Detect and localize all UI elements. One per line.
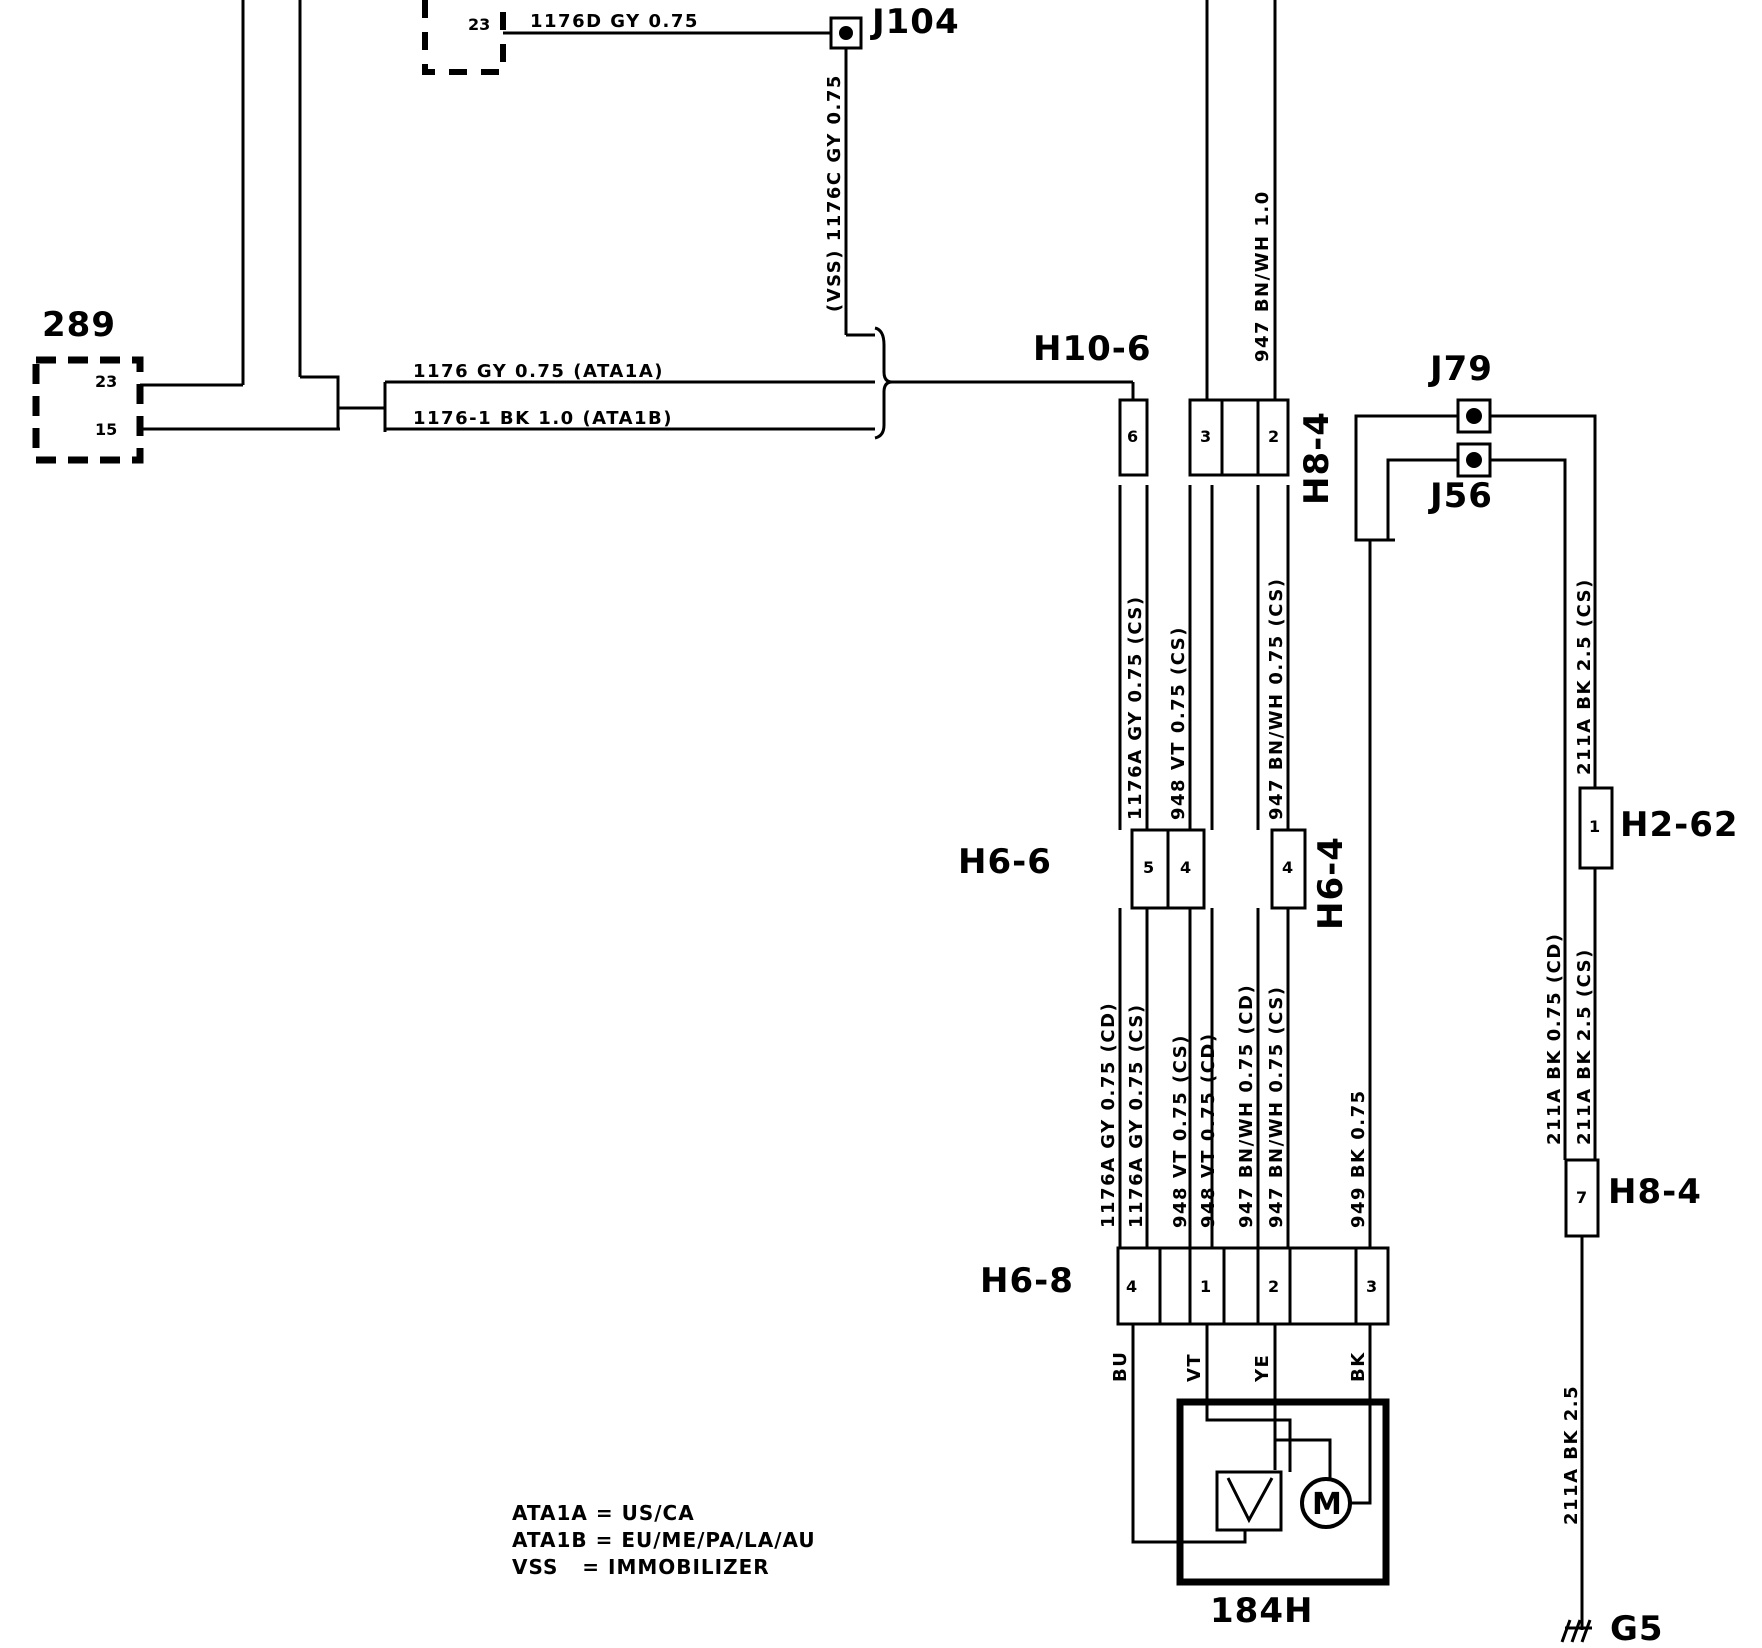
wire-color-BU: BU [1110, 1351, 1131, 1382]
connector-H6-8-pin-4: 3 [1366, 1277, 1377, 1296]
wire-J56-left [1386, 458, 1458, 540]
module-289-label: 289 [42, 305, 116, 345]
connector-H8-4-top-label: H8-4 [1297, 411, 1337, 505]
wire-947-cs-lower-label: 947 BN/WH 0.75 (CS) [1266, 985, 1287, 1228]
legend-item-3: VSS = IMMOBILIZER [512, 1555, 770, 1579]
legend-item-1: ATA1A = US/CA [512, 1501, 695, 1525]
ground-icon [1560, 1619, 1592, 1643]
connector-H6-8-label: H6-8 [980, 1261, 1074, 1301]
wire-1176A-cs-upper-label: 1176A GY 0.75 (CS) [1125, 595, 1146, 820]
connector-H6-6: 5 4 [1130, 828, 1206, 910]
connector-H2-62-pin: 1 [1589, 817, 1600, 836]
splice-J56 [1456, 442, 1492, 478]
wire-1176A-cd-lower-label: 1176A GY 0.75 (CD) [1098, 1002, 1119, 1228]
connector-H6-4-pin: 4 [1282, 858, 1293, 877]
module-289-pin-15: 15 [95, 420, 117, 439]
ground-G5-label: G5 [1610, 1609, 1664, 1648]
wire-947-cs-upper-label: 947 BN/WH 0.75 (CS) [1266, 577, 1287, 820]
connector-H10-6-pin: 6 [1127, 427, 1138, 446]
wire-948-cs-lower-label: 948 VT 0.75 (CS) [1170, 1034, 1191, 1228]
connector-H8-4-top: 3 2 [1188, 398, 1290, 477]
splice-J79 [1456, 398, 1492, 434]
wire-trunk-jog [300, 375, 340, 429]
wire-color-BK: BK [1348, 1351, 1369, 1382]
connector-H6-8-pin-3: 2 [1268, 1277, 1279, 1296]
switch-icon [1226, 1477, 1274, 1524]
module-top-pin-23: 23 [468, 15, 490, 34]
splice-J104-label: J104 [870, 2, 960, 42]
connector-H2-62-label: H2-62 [1620, 805, 1739, 845]
wire-1176A-cs-lower-label: 1176A GY 0.75 (CS) [1126, 1003, 1147, 1228]
module-289: 23 15 [32, 356, 144, 464]
module-289-pin-23: 23 [95, 372, 117, 391]
connector-H10-6-label: H10-6 [1033, 329, 1152, 369]
wire-VT [1205, 1324, 1255, 1422]
motor-lead [1273, 1438, 1332, 1488]
wire-1176-1-label: 1176-1 BK 1.0 (ATA1B) [413, 408, 673, 429]
splice-J79-label: J79 [1428, 349, 1493, 389]
connector-H10-6: 6 [1118, 398, 1149, 477]
wire-947-top-label: 947 BN/WH 1.0 [1252, 190, 1273, 362]
connector-H6-6-pin-b: 4 [1180, 858, 1191, 877]
connector-H8-4-top-pin-a: 3 [1200, 427, 1211, 446]
motor-184H: M [1176, 1398, 1390, 1586]
wire-1176D-label: 1176D GY 0.75 [530, 11, 699, 32]
wire-color-YE: YE [1252, 1354, 1273, 1383]
legend: ATA1A = US/CA ATA1B = EU/ME/PA/LA/AU VSS… [512, 1501, 816, 1579]
connector-H2-62: 1 [1578, 786, 1614, 870]
wire-211A-cd-lower-label: 211A BK 0.75 (CD) [1544, 933, 1565, 1146]
wire-J79-left [1354, 414, 1458, 542]
connector-H8-4-right-label: H8-4 [1608, 1172, 1702, 1212]
connector-H6-6-label: H6-6 [958, 842, 1052, 882]
wire-211A-cs-upper [1490, 414, 1597, 788]
connector-H8-4-right-pin: 7 [1576, 1188, 1587, 1207]
wire-211A-ground-label: 211A BK 2.5 [1561, 1385, 1582, 1525]
connector-H6-8-pin-2: 1 [1200, 1277, 1211, 1296]
connector-H6-8-pin-1: 4 [1126, 1277, 1137, 1296]
wire-211A-J56 [1490, 458, 1567, 870]
wire-211A-cs-lower-label: 211A BK 2.5 (CS) [1574, 948, 1595, 1145]
wire-947-cd-lower-label: 947 BN/WH 0.75 (CD) [1236, 984, 1257, 1228]
wire-211A-cs-upper-label: 211A BK 2.5 (CS) [1574, 578, 1595, 775]
wire-1176C-label: (VSS) 1176C GY 0.75 [824, 74, 845, 312]
connector-H6-4-label: H6-4 [1311, 836, 1351, 930]
legend-item-2: ATA1B = EU/ME/PA/LA/AU [512, 1528, 816, 1552]
connector-H6-6-pin-a: 5 [1143, 858, 1154, 877]
connector-H6-8: 4 1 2 3 [1116, 1246, 1390, 1326]
connector-H8-4-right: 7 [1564, 1158, 1600, 1238]
wire-948-cd-lower-label: 948 VT 0.75 (CD) [1198, 1032, 1219, 1228]
motor-ground-lead [1350, 1492, 1372, 1505]
connector-H6-4: 4 [1270, 828, 1307, 910]
wire-1176-label: 1176 GY 0.75 (ATA1A) [413, 361, 664, 382]
switch-lead [1255, 1418, 1292, 1472]
option-brace [874, 326, 893, 440]
connector-H8-4-top-pin-b: 2 [1268, 427, 1279, 446]
splice-J56-label: J56 [1428, 476, 1493, 516]
splice-J104 [829, 16, 863, 50]
wire-948-cs-upper-label: 948 VT 0.75 (CS) [1168, 626, 1189, 820]
motor-184H-label: 184H [1210, 1591, 1313, 1631]
wire-color-VT: VT [1184, 1353, 1205, 1382]
module-top-partial: 23 [422, 0, 506, 75]
motor-symbol: M [1312, 1487, 1342, 1522]
wire-949-label: 949 BK 0.75 [1348, 1089, 1369, 1228]
